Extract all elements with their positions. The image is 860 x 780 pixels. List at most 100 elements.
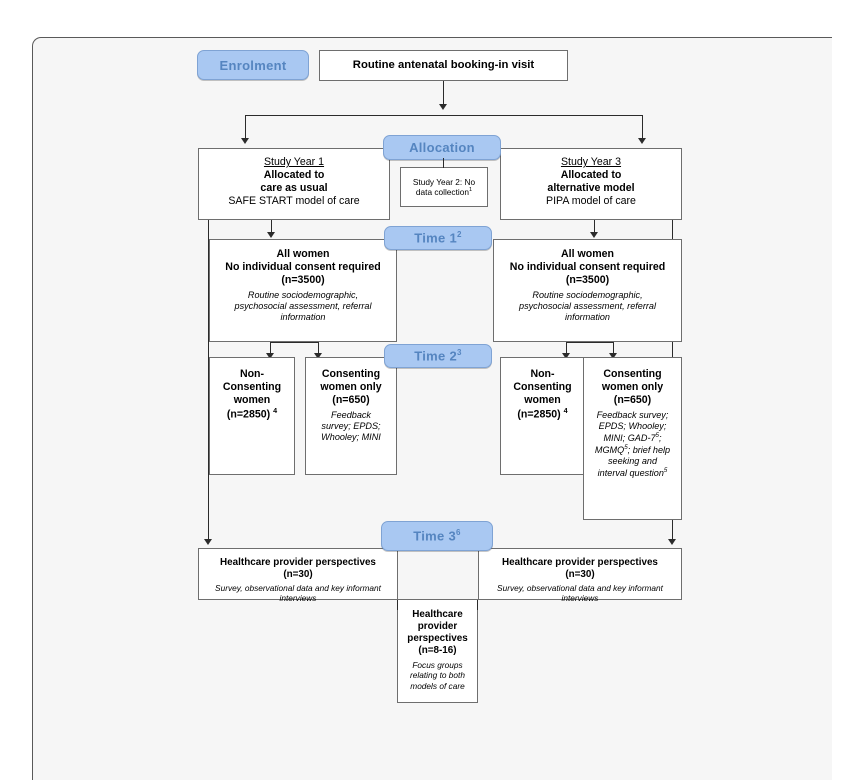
time1-left-line3: (n=3500) <box>281 273 325 286</box>
time2-right-nonconsent-line3: women <box>524 393 561 406</box>
time2-left-consent-line3: (n=650) <box>332 393 370 406</box>
connector-time1-left-split <box>270 342 318 344</box>
time2-left-consent-line2: women only <box>320 380 382 393</box>
time3-left-line1: Healthcare provider perspectives <box>220 557 376 568</box>
time1-right-line1: All women <box>561 248 614 260</box>
stage-time2: Time 23 <box>384 344 492 368</box>
time2-right-consent-detail: Feedback survey; EPDS; Whooley; MINI; GA… <box>594 409 671 479</box>
time3-right-detail: Survey, observational data and key infor… <box>497 583 663 604</box>
study-year-1-line2: care as usual <box>260 181 328 194</box>
arrow-year3-to-time1 <box>590 232 598 238</box>
time2-right-nonconsent-footnote: 4 <box>563 405 568 415</box>
node-time2-left-consenting: Consenting women only (n=650) Feedback s… <box>305 357 397 475</box>
time2-right-consent-footnote-c: 5 <box>663 467 668 475</box>
arrow-time1-left-to-nonconsent <box>266 353 274 359</box>
node-time2-right-nonconsenting: Non- Consenting women (n=2850) 4 <box>500 357 585 475</box>
time2-left-nonconsent-line4: (n=2850) 4 <box>226 405 278 421</box>
stage-time1: Time 12 <box>384 226 492 250</box>
time3-middle-line4: (n=8-16) <box>418 645 457 657</box>
study-year-1-line1: Allocated to <box>263 168 325 181</box>
time3-right-line2: (n=30) <box>565 569 595 581</box>
connector-time3-right-down <box>477 600 479 610</box>
time2-right-consent-line2: women only <box>601 380 664 393</box>
node-time2-left-nonconsenting: Non- Consenting women (n=2850) 4 <box>209 357 295 475</box>
arrow-right-outer-to-time3 <box>668 539 676 545</box>
study-year-3-line3: PIPA model of care <box>546 194 636 207</box>
connector-allocation-bar <box>245 115 643 117</box>
connector-time1-left-split-a <box>270 342 272 356</box>
time1-left-line2: No individual consent required <box>225 260 381 273</box>
stage-allocation-label: Allocation <box>409 140 475 155</box>
time2-left-nonconsent-line2: Consenting <box>222 380 282 393</box>
time2-left-consent-detail: Feedback survey; EPDS; Whooley; MINI <box>321 409 381 442</box>
arrow-year1-to-time1 <box>267 232 275 238</box>
node-time3-right: Healthcare provider perspectives (n=30) … <box>478 548 682 604</box>
node-study-year-3: Study Year 3 Allocated to alternative mo… <box>500 148 682 220</box>
connector-allocation-left-drop <box>245 115 247 141</box>
stage-enrolment-label: Enrolment <box>219 57 287 73</box>
arrow-time1-right-to-nonconsent <box>562 353 570 359</box>
connector-time1-right-split-b <box>613 342 615 356</box>
stage-time2-footnote: 3 <box>457 348 462 358</box>
time2-left-nonconsent-footnote: 4 <box>273 405 278 415</box>
time3-middle-line2: provider <box>417 621 458 633</box>
time1-left-line1: All women <box>276 248 330 260</box>
time2-right-consent-line1: Consenting <box>603 368 662 380</box>
stage-time3: Time 36 <box>381 521 493 551</box>
time2-left-consent-line1: Consenting <box>321 368 381 380</box>
node-time1-left-all-women: All women No individual consent required… <box>209 239 397 342</box>
stage-allocation: Allocation <box>383 135 501 160</box>
connector-enrolment-down <box>443 81 445 107</box>
time2-right-consent-line3: (n=650) <box>613 393 652 406</box>
node-study-year-2: Study Year 2: No data collection1 <box>400 167 488 207</box>
time1-left-detail: Routine sociodemographic, psychosocial a… <box>234 289 372 322</box>
stage-time1-label: Time 12 <box>414 230 462 246</box>
rail-left-outer <box>208 220 210 542</box>
study-year-3-heading: Study Year 3 <box>560 156 622 168</box>
connector-year3-to-time1 <box>594 220 596 235</box>
node-time3-left: Healthcare provider perspectives (n=30) … <box>198 548 398 604</box>
node-time3-middle: Healthcare provider perspectives (n=8-16… <box>397 599 478 703</box>
arrow-allocation-left <box>241 138 249 144</box>
time1-right-line3: (n=3500) <box>565 273 610 286</box>
study-year-3-line2: alternative model <box>547 181 635 194</box>
study-year-2-footnote: 1 <box>468 187 473 194</box>
time3-left-detail: Survey, observational data and key infor… <box>215 583 381 604</box>
time3-right-line1: Healthcare provider perspectives <box>502 557 658 568</box>
time2-left-nonconsent-line3: women <box>233 393 271 406</box>
node-study-year-1: Study Year 1 Allocated to care as usual … <box>198 148 390 220</box>
stage-time2-label: Time 23 <box>414 348 462 364</box>
stage-enrolment: Enrolment <box>197 50 309 80</box>
study-year-3-line1: Allocated to <box>560 168 622 181</box>
arrow-time1-right-to-consent <box>609 353 617 359</box>
time3-middle-detail: Focus groups relating to both models of … <box>410 660 465 691</box>
connector-allocation-right-drop <box>642 115 644 141</box>
node-routine-booking-visit: Routine antenatal booking-in visit <box>319 50 568 81</box>
stage-time3-label: Time 36 <box>413 528 461 544</box>
stage-time3-footnote: 6 <box>456 528 461 538</box>
time2-right-nonconsent-line4: (n=2850) 4 <box>517 405 568 421</box>
time3-middle-line1: Healthcare <box>412 609 463 620</box>
arrow-allocation-right <box>638 138 646 144</box>
time1-right-line2: No individual consent required <box>509 260 666 273</box>
time2-right-consent-footnote-b: 5 <box>624 444 628 452</box>
arrow-time1-left-to-consent <box>314 353 322 359</box>
arrow-left-outer-to-time3 <box>204 539 212 545</box>
connector-time1-right-split-a <box>566 342 568 356</box>
study-year-2-line2: data collection1 <box>415 187 473 197</box>
arrow-enrolment-down <box>439 104 447 110</box>
connector-year1-to-time1 <box>271 220 273 235</box>
connector-time3-left-down <box>397 600 399 610</box>
time3-left-line2: (n=30) <box>283 569 313 581</box>
connector-time1-left-split-b <box>318 342 320 356</box>
study-year-1-line3: SAFE START model of care <box>228 194 360 207</box>
node-time1-right-all-women: All women No individual consent required… <box>493 239 682 342</box>
stage-time1-footnote: 2 <box>457 230 462 240</box>
time2-right-nonconsent-line2: Consenting <box>513 380 572 393</box>
connector-time1-right-split <box>566 342 613 344</box>
time2-left-nonconsent-line1: Non- <box>239 368 265 380</box>
connector-allocation-to-year2 <box>443 158 445 168</box>
node-time2-right-consenting: Consenting women only (n=650) Feedback s… <box>583 357 682 520</box>
study-year-1-heading: Study Year 1 <box>263 156 325 168</box>
